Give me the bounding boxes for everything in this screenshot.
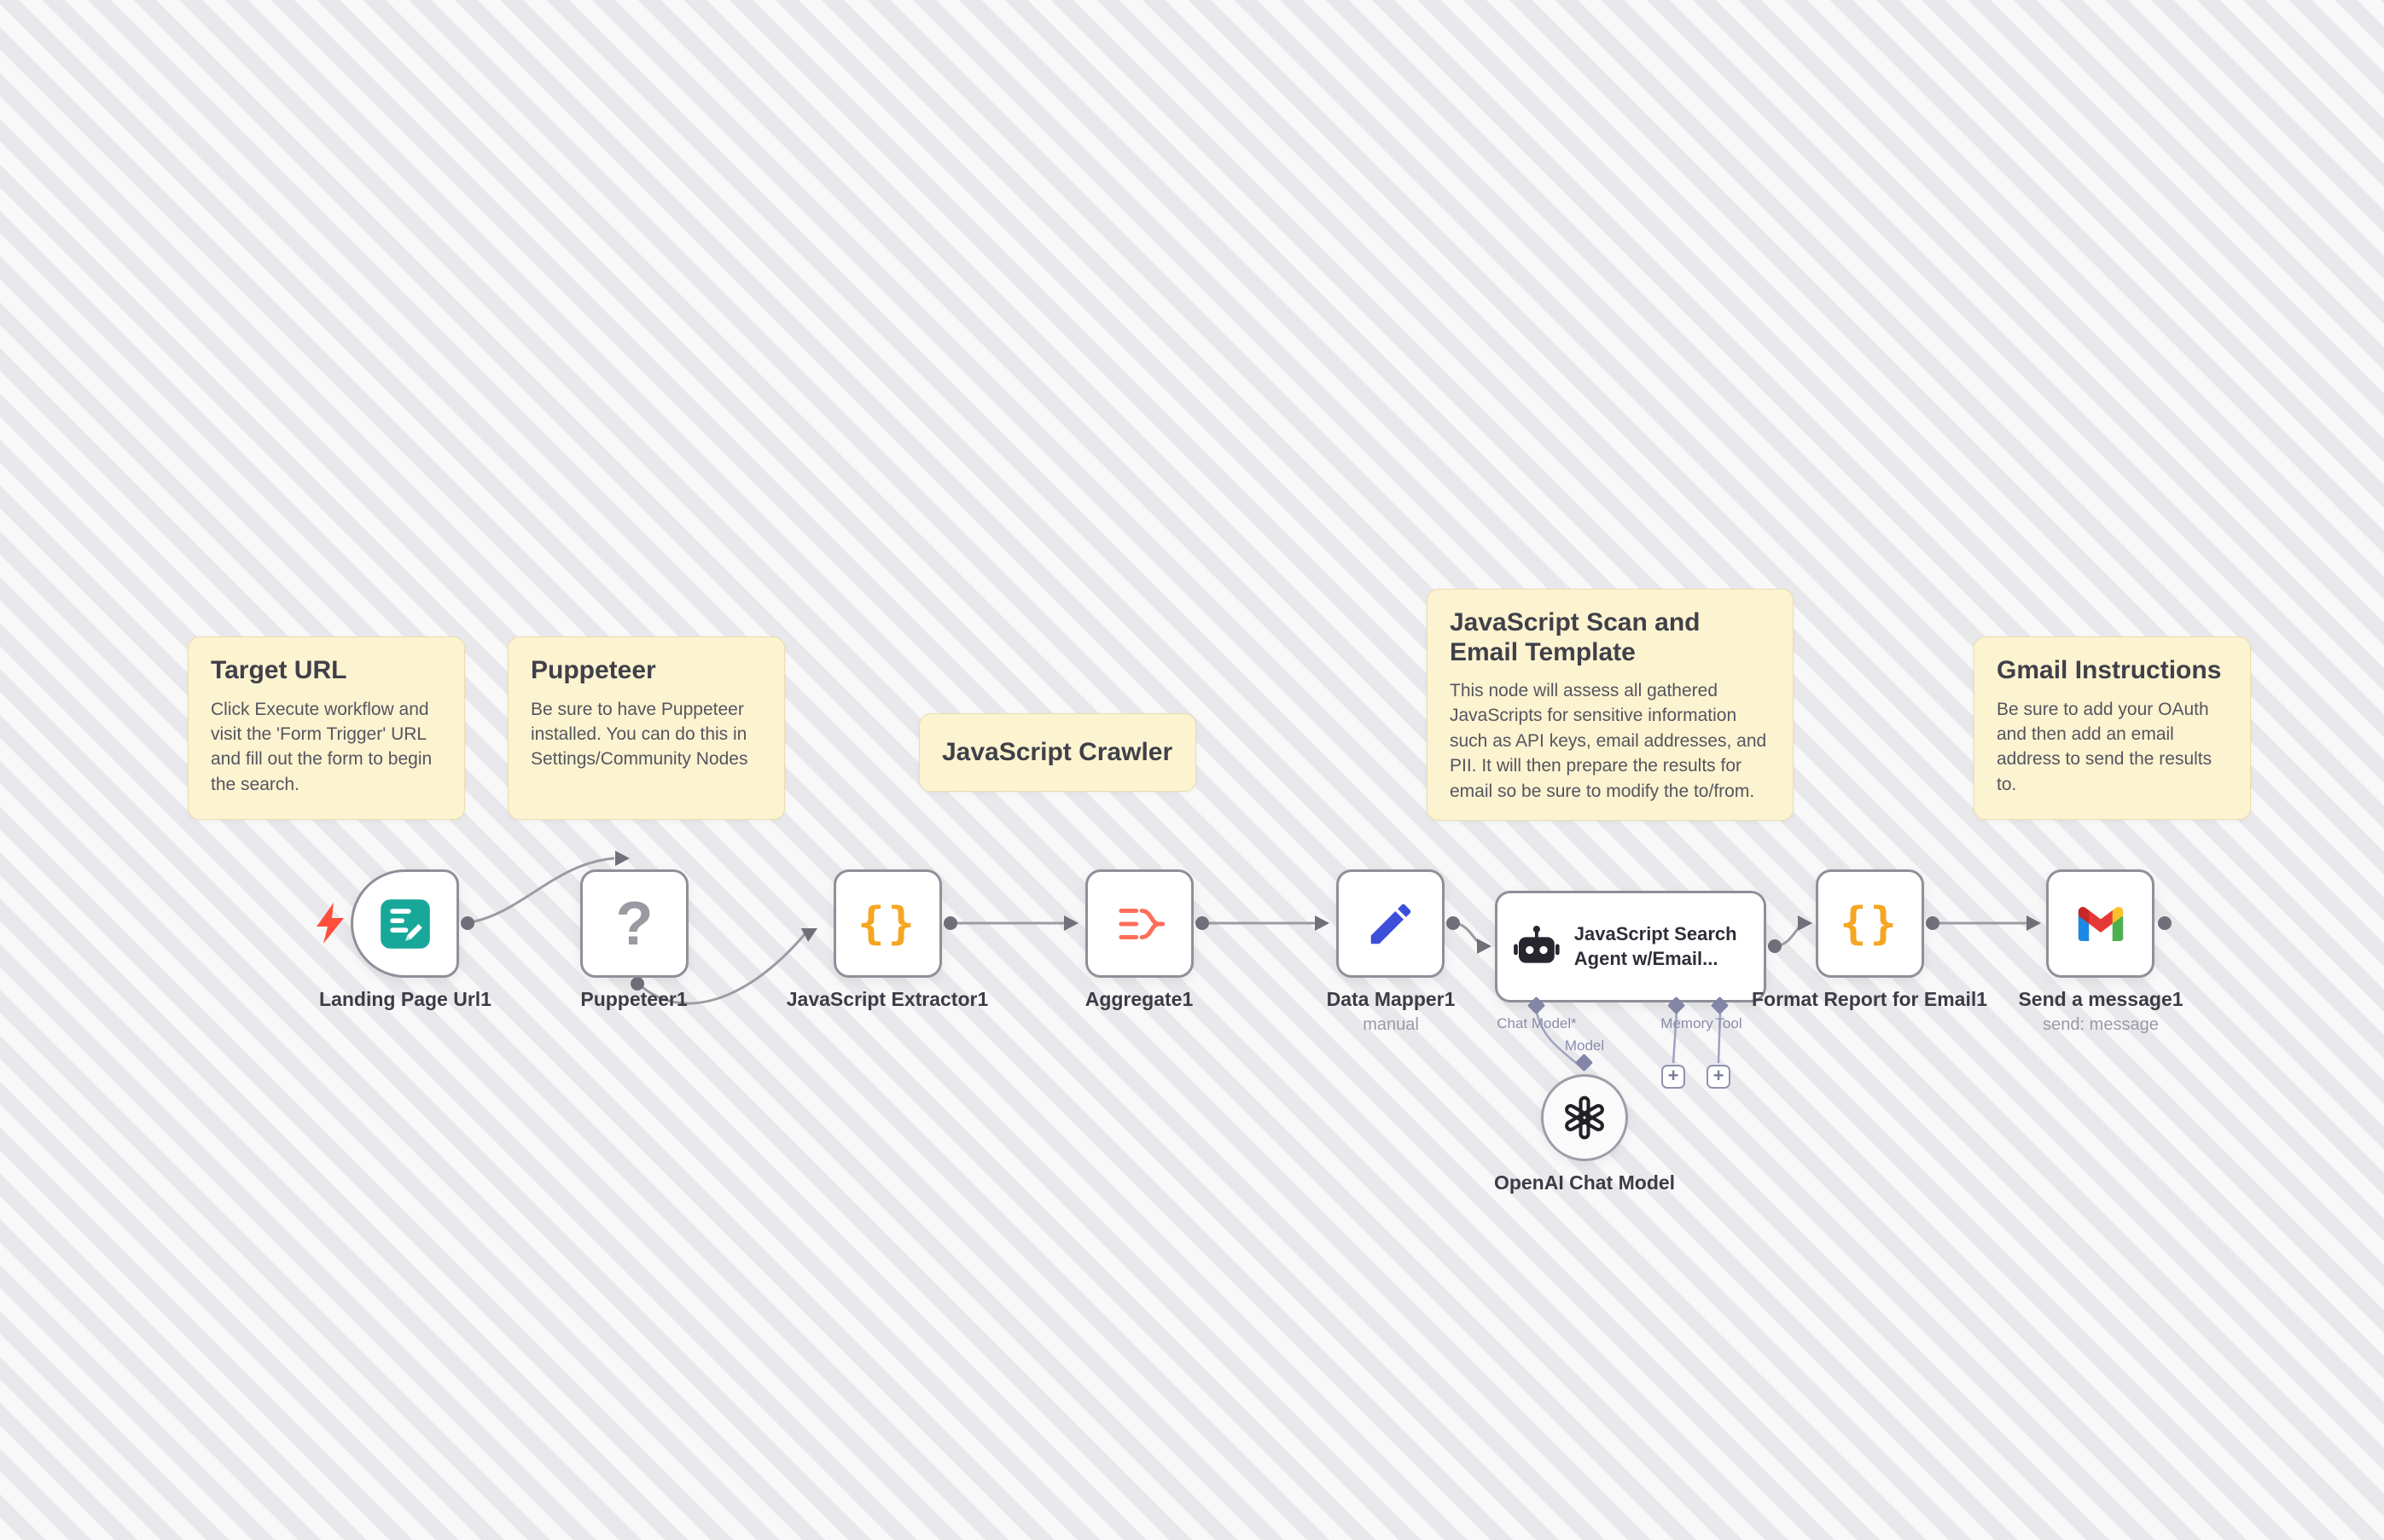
code-braces-icon: {} bbox=[858, 898, 918, 950]
connection bbox=[1774, 921, 1806, 948]
sticky-note-gmail-instructions[interactable]: Gmail Instructions Be sure to add your O… bbox=[1974, 636, 2251, 820]
sticky-note-target-url[interactable]: Target URL Click Execute workflow and vi… bbox=[188, 636, 465, 820]
output-port-dot bbox=[1768, 939, 1782, 953]
sticky-note-title: Target URL bbox=[211, 656, 347, 684]
node-puppeteer[interactable]: ? bbox=[580, 869, 689, 978]
port-label-model: Model bbox=[1564, 1037, 1605, 1054]
input-arrow bbox=[800, 928, 817, 942]
sticky-note-title: Puppeteer bbox=[531, 656, 656, 684]
form-trigger-icon bbox=[380, 898, 430, 949]
input-arrow bbox=[2026, 915, 2041, 931]
input-arrow bbox=[1798, 915, 1812, 931]
port-label-chat-model: Chat Model* bbox=[1497, 1015, 1577, 1032]
node-aggregate[interactable] bbox=[1085, 869, 1194, 978]
input-arrow bbox=[1315, 915, 1329, 931]
output-port-dot bbox=[1446, 916, 1460, 930]
node-label: OpenAI Chat Model bbox=[1493, 1171, 1676, 1194]
connection bbox=[1452, 921, 1487, 948]
node-label: Format Report for Email1 bbox=[1751, 988, 1988, 1010]
node-label: Puppeteer1 bbox=[580, 988, 688, 1010]
sticky-note-scan-email-template[interactable]: JavaScript Scan and Email Template This … bbox=[1427, 589, 1794, 821]
node-label: Landing Page Url1 bbox=[319, 988, 491, 1010]
agent-node-title: JavaScript Search Agent w/Email... bbox=[1573, 922, 1737, 969]
sticky-note-title: JavaScript Scan and Email Template bbox=[1450, 608, 1701, 666]
node-send-a-message[interactable] bbox=[2046, 869, 2154, 978]
code-braces-icon: {} bbox=[1840, 898, 1900, 950]
sticky-note-body: This node will assess all gathered JavaS… bbox=[1450, 681, 1767, 801]
execute-trigger-bolt-icon[interactable] bbox=[311, 903, 348, 944]
node-subtitle: manual bbox=[1363, 1015, 1419, 1034]
sticky-note-body: Be sure to have Puppeteer installed. You… bbox=[531, 699, 748, 770]
sticky-note-body: Be sure to add your OAuth and then add a… bbox=[1997, 699, 2212, 794]
node-javascript-search-agent[interactable]: JavaScript Search Agent w/Email... bbox=[1495, 891, 1766, 1002]
node-data-mapper[interactable] bbox=[1336, 869, 1445, 978]
node-label: Send a message1 bbox=[2018, 988, 2183, 1010]
node-landing-page-url[interactable] bbox=[351, 869, 459, 978]
input-arrow bbox=[1064, 915, 1079, 931]
unknown-node-icon: ? bbox=[615, 889, 654, 958]
node-javascript-extractor[interactable]: {} bbox=[834, 869, 942, 978]
node-label: Aggregate1 bbox=[1084, 988, 1194, 1010]
port-label-memory: Memory bbox=[1660, 1015, 1713, 1032]
sticky-note-puppeteer[interactable]: Puppeteer Be sure to have Puppeteer inst… bbox=[508, 636, 785, 820]
openai-icon bbox=[1565, 1095, 1604, 1140]
node-openai-chat-model[interactable] bbox=[1541, 1074, 1628, 1161]
add-memory-button[interactable]: + bbox=[1661, 1065, 1685, 1089]
node-format-report[interactable]: {} bbox=[1816, 869, 1924, 978]
output-port-dot bbox=[2158, 916, 2172, 930]
robot-icon bbox=[1514, 925, 1560, 963]
node-label: Data Mapper1 bbox=[1326, 988, 1456, 1010]
input-arrow bbox=[1477, 939, 1491, 954]
input-arrow bbox=[615, 851, 630, 866]
sticky-note-javascript-crawler[interactable]: JavaScript Crawler bbox=[919, 713, 1196, 792]
output-port-dot bbox=[461, 916, 474, 930]
output-port-dot bbox=[944, 916, 957, 930]
aggregate-icon bbox=[1118, 908, 1165, 939]
pencil-icon bbox=[1370, 904, 1410, 944]
port-diamond-model-input[interactable] bbox=[1574, 1053, 1594, 1072]
port-label-tool: Tool bbox=[1715, 1015, 1742, 1032]
node-label: JavaScript Extractor1 bbox=[786, 988, 989, 1010]
sticky-note-title: Gmail Instructions bbox=[1997, 656, 2222, 684]
output-port-dot bbox=[1195, 916, 1209, 930]
node-subtitle: send: message bbox=[2043, 1015, 2159, 1034]
gmail-icon bbox=[2078, 906, 2123, 941]
sticky-note-body: Click Execute workflow and visit the 'Fo… bbox=[211, 699, 433, 794]
add-tool-button[interactable]: + bbox=[1707, 1065, 1730, 1089]
output-port-dot bbox=[1926, 916, 1939, 930]
sticky-note-title: JavaScript Crawler bbox=[942, 737, 1173, 766]
